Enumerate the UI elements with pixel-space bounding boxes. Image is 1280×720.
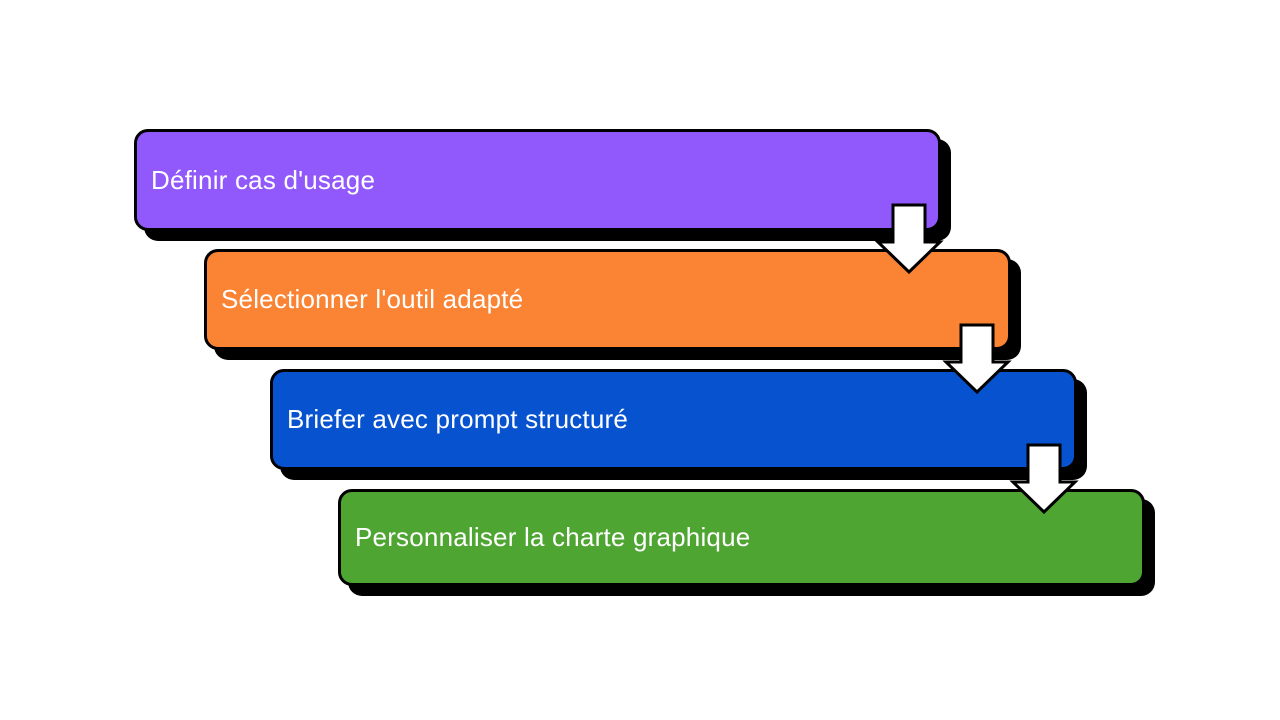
process-step-label-1: Définir cas d'usage [151,164,376,195]
process-step-box-2[interactable]: Sélectionner l'outil adapté [204,249,1011,350]
process-step-label-2: Sélectionner l'outil adapté [221,284,524,315]
process-step-box-3[interactable]: Briefer avec prompt structuré [270,369,1077,470]
process-step-label-4: Personnaliser la charte graphique [355,522,751,553]
process-step-box-1[interactable]: Définir cas d'usage [134,129,941,231]
process-step-box-4[interactable]: Personnaliser la charte graphique [338,489,1145,586]
process-step-label-3: Briefer avec prompt structuré [287,404,629,435]
